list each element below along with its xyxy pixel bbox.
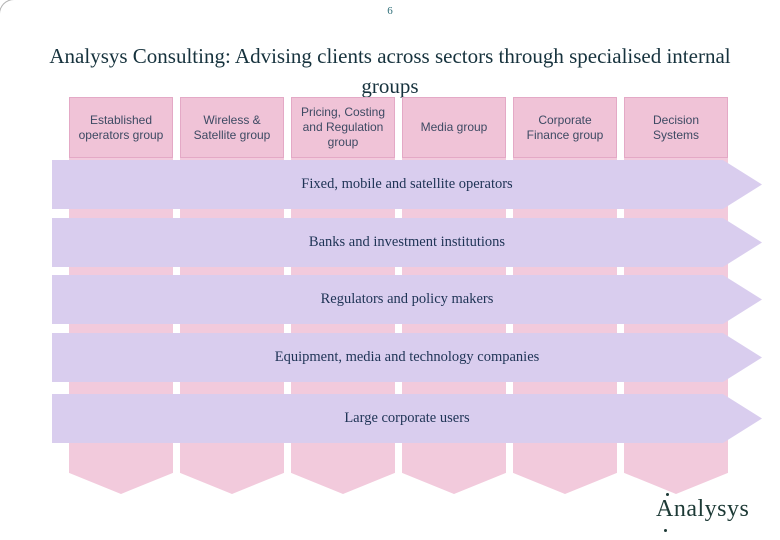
client-band-banks: Banks and investment institutions [52, 218, 762, 267]
page-number: 6 [387, 5, 393, 17]
group-header-decision-systems: Decision Systems [624, 97, 728, 158]
group-header-label: Decision Systems [652, 112, 700, 142]
group-header-label: Established operators group [78, 112, 164, 142]
group-header-wireless-satellite: Wireless & Satellite group [180, 97, 284, 158]
client-band-operators: Fixed, mobile and satellite operators [52, 160, 762, 209]
client-band-corporate-users: Large corporate users [52, 394, 762, 443]
group-header-label: Corporate Finance group [526, 112, 604, 142]
group-header-label: Wireless & Satellite group [193, 112, 271, 142]
logo-dot-icon [664, 529, 667, 532]
logo-dot-icon [666, 493, 669, 496]
slide-title: Analysys Consulting: Advising clients ac… [49, 44, 731, 99]
analysys-logo: Analysys [654, 489, 776, 535]
client-band-equipment-media: Equipment, media and technology companie… [52, 333, 762, 382]
client-band-regulators: Regulators and policy makers [52, 275, 762, 324]
logo-text: Analysys [656, 496, 750, 522]
group-header-pricing-costing-regulation: Pricing, Costing and Regulation group [291, 97, 395, 158]
group-header-label: Media group [420, 120, 488, 134]
group-header-corporate-finance: Corporate Finance group [513, 97, 617, 158]
group-header-media: Media group [402, 97, 506, 158]
group-header-established-operators: Established operators group [69, 97, 173, 158]
group-header-label: Pricing, Costing and Regulation group [300, 105, 386, 149]
